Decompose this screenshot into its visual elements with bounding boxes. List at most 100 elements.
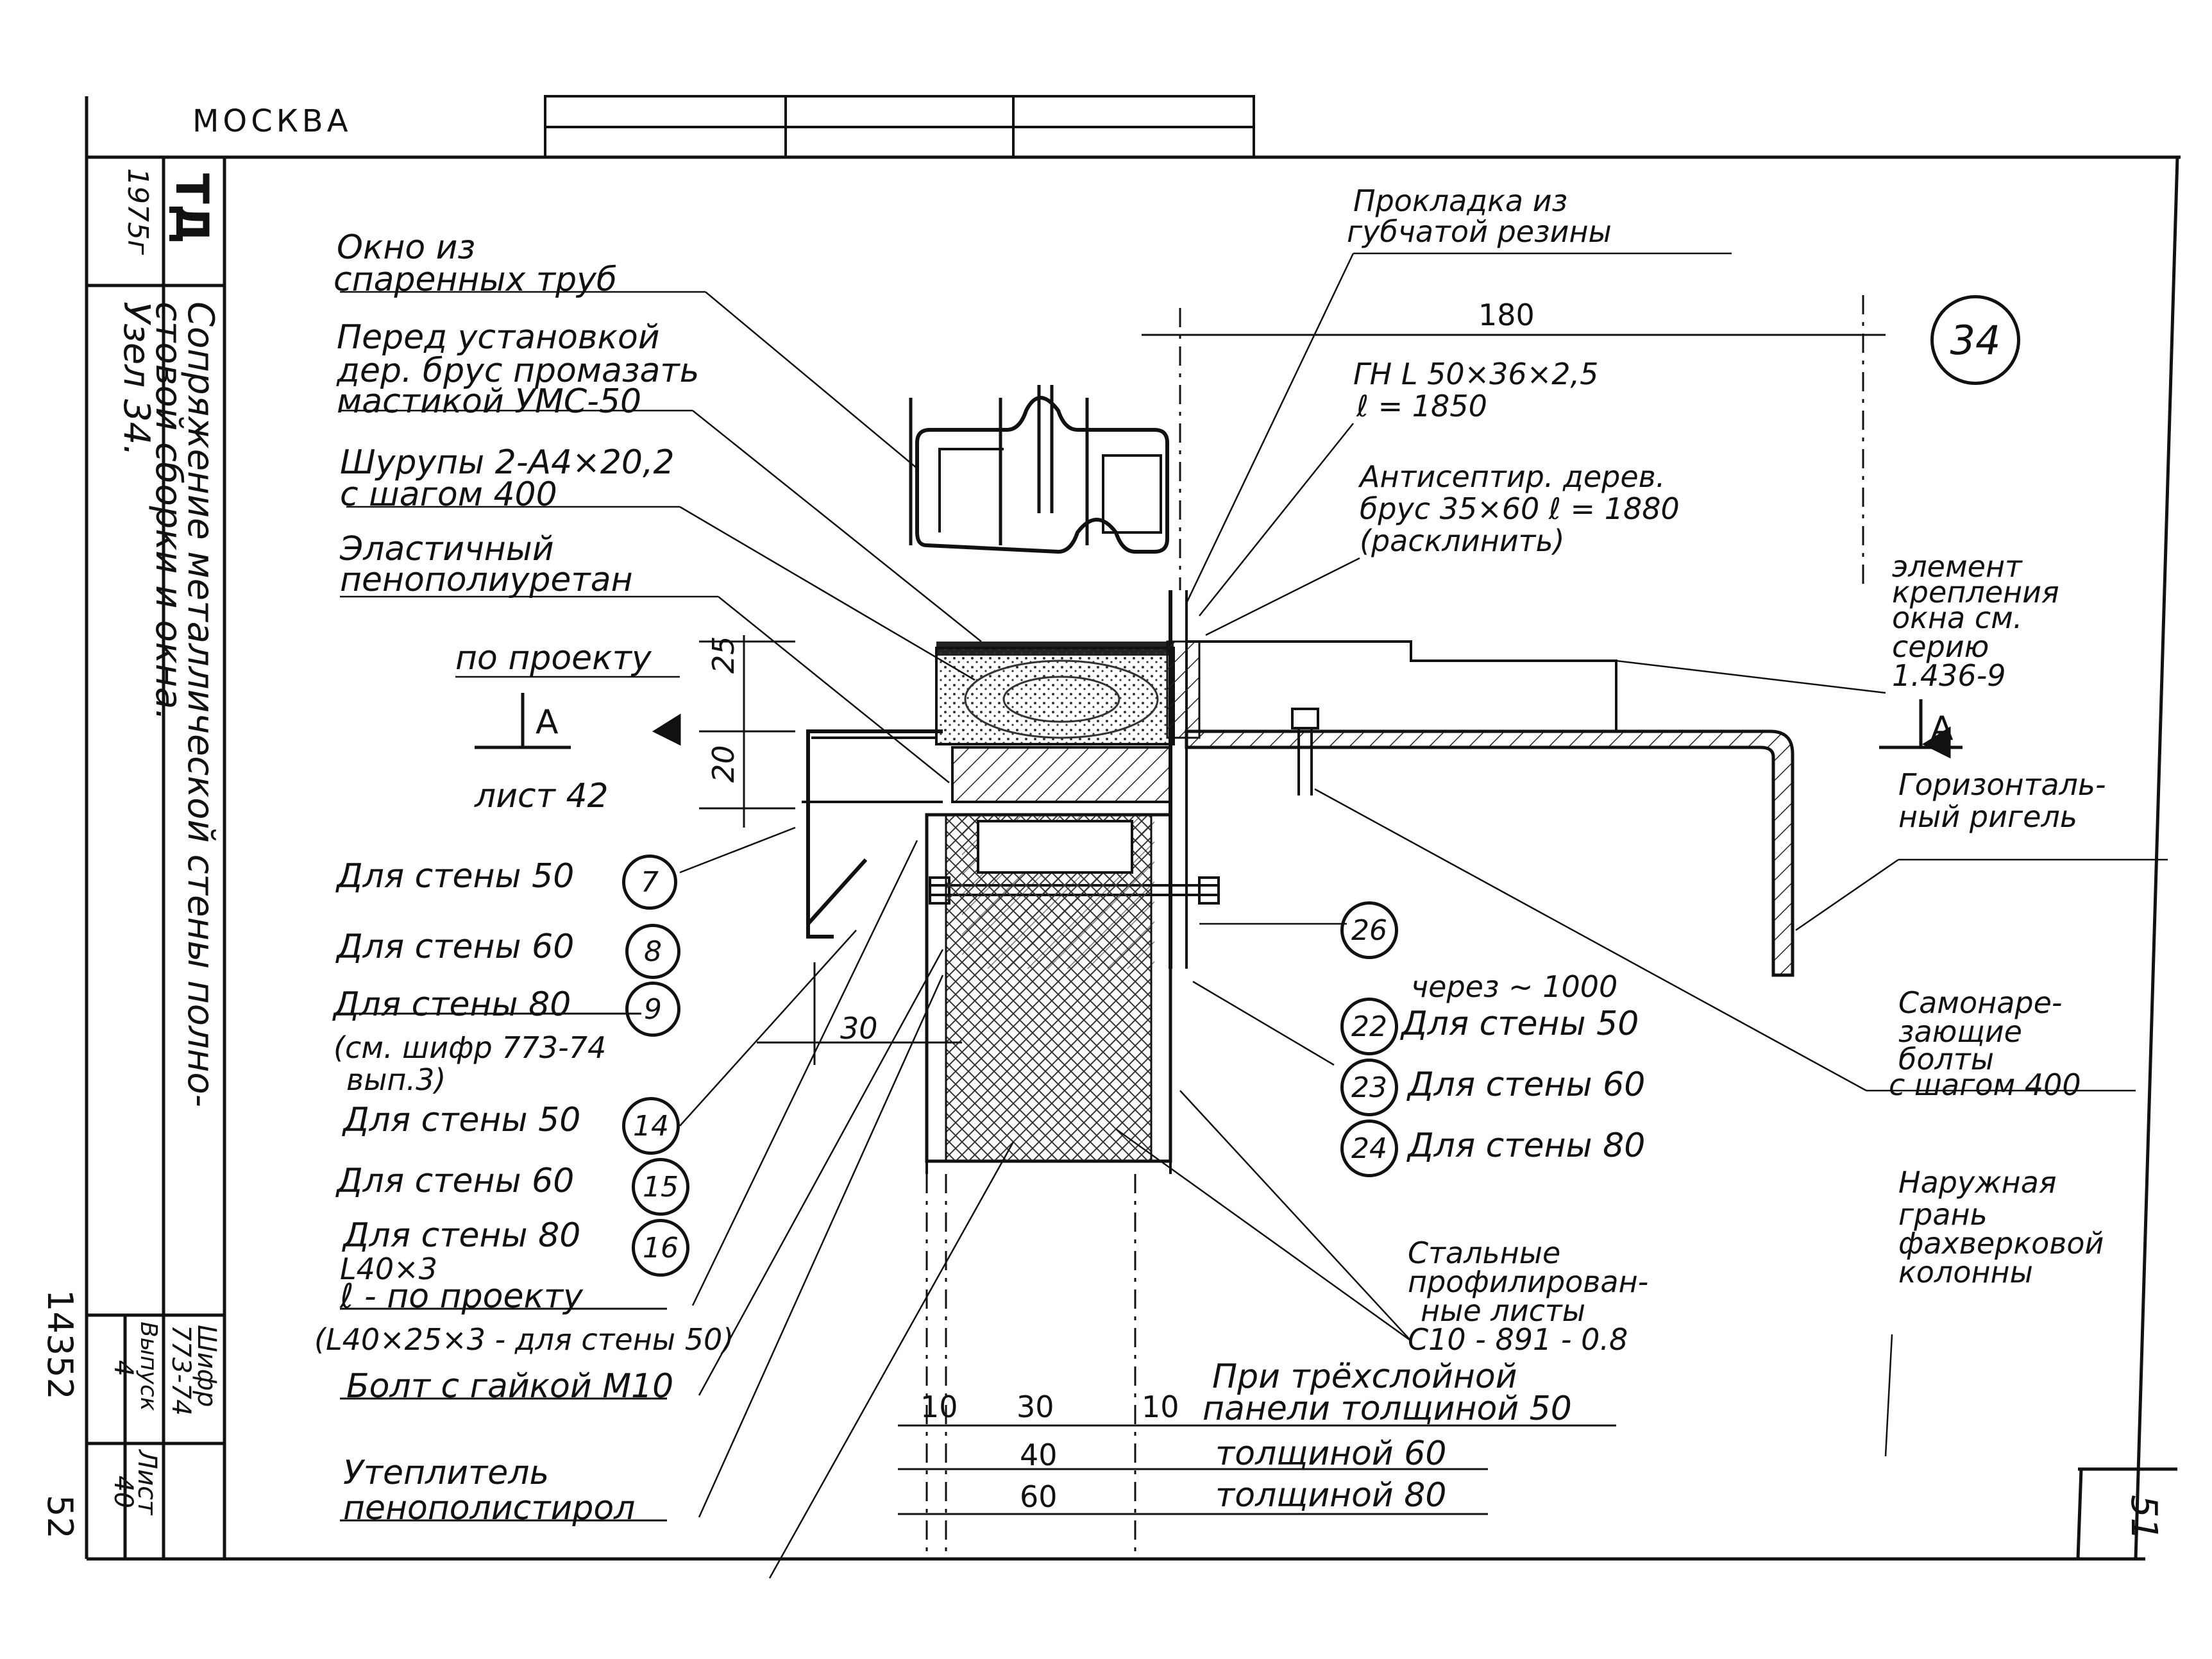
wall-50-label-14: Для стены 50: [343, 1101, 581, 1139]
callout-23: 23: [1340, 1059, 1398, 1116]
wall-50-label-22: Для стены 50: [1401, 1005, 1639, 1043]
wall-50-label-7: Для стены 50: [337, 857, 575, 896]
dim-40: 40: [1020, 1438, 1058, 1472]
callout-22: 22: [1340, 998, 1398, 1055]
window-label-2: спаренных труб: [333, 260, 617, 299]
wood-brace-label-1: Антисептир. дерев.: [1360, 459, 1666, 494]
dim-60: 60: [1020, 1479, 1058, 1514]
inner-brace: [951, 746, 1172, 803]
year-label: 1975г: [121, 168, 154, 255]
foam-label-1: Эластичный: [340, 530, 554, 568]
wall-60-label-23: Для стены 60: [1408, 1066, 1646, 1104]
callout-24: 24: [1340, 1119, 1398, 1177]
brace-treatment-3: мастикой УМС-50: [337, 382, 642, 421]
length-by-project-label: ℓ - по проекту: [340, 1277, 583, 1316]
section-mark-left: А: [536, 703, 559, 742]
outer-face-label-2: грань: [1898, 1197, 1988, 1232]
fastening-label-1: элемент: [1892, 549, 2022, 584]
rigel-label-2: ный ригель: [1898, 799, 2077, 834]
cipher-ref-1: (см. шифр 773-74: [333, 1030, 607, 1065]
screws-label-2: с шагом 400: [340, 475, 557, 514]
fastening-label-2: крепления: [1892, 575, 2059, 609]
top-stamp-table: [544, 95, 1255, 158]
issue-value: 4: [108, 1360, 138, 1377]
dim-10-a: 10: [920, 1390, 958, 1424]
self-tapping-label-4: с шагом 400: [1889, 1068, 2081, 1102]
archive-page: 52: [40, 1495, 80, 1539]
fastening-label-5: 1.436-9: [1892, 658, 2006, 693]
wall-panel: [925, 813, 1172, 1174]
screws-label-1: Шурупы 2-А4×20,2: [340, 443, 675, 482]
window-tubes: [909, 385, 1169, 554]
self-tapping-label-1: Самонаре-: [1898, 985, 2063, 1020]
callout-8: 8: [625, 924, 680, 979]
fastening-label-4: серию: [1892, 629, 1989, 664]
thickness-60-label: толщиной 60: [1215, 1434, 1447, 1473]
wood-brace-label-3: (расклинить): [1360, 523, 1565, 558]
through-1000-label: через ~ 1000: [1411, 969, 1618, 1004]
org-mark: ТД: [165, 173, 218, 244]
wall-80-label-9: Для стены 80: [333, 985, 571, 1024]
brace-treatment-1: Перед установкой: [337, 318, 660, 357]
angle-L40x25-label: (L40×25×3 - для стены 50): [314, 1322, 734, 1357]
wall-60-label-15: Для стены 60: [337, 1162, 575, 1200]
wall-60-label-8: Для стены 60: [337, 928, 575, 966]
dimension-lines: [652, 334, 1951, 1515]
fastening-label-3: окна см.: [1892, 600, 2023, 635]
steel-sheets-label-1: Стальные: [1408, 1236, 1561, 1270]
callout-14: 14: [622, 1097, 680, 1155]
callout-15: 15: [632, 1158, 689, 1216]
steel-sheets-label-2: профилирован-: [1408, 1264, 1649, 1299]
self-tapping-label-2: зающие: [1898, 1014, 2022, 1049]
bolt-label: Болт с гайкой М10: [346, 1367, 674, 1406]
leader-lines: [340, 252, 2168, 1579]
window-label-1: Окно из: [337, 228, 476, 267]
sheet-ref-label: лист 42: [475, 777, 609, 815]
wood-brace: [935, 647, 1175, 745]
city-label: МОСКВА: [192, 103, 352, 139]
steel-sheets-label-3: ные листы: [1421, 1293, 1586, 1328]
bolt-vertical: [1291, 708, 1319, 795]
outer-face-label-3: фахверковой: [1898, 1226, 2104, 1261]
insulation-label-2: пенополистирол: [343, 1489, 636, 1527]
insulation-label-1: Утеплитель: [343, 1454, 550, 1492]
panel-50-label-1: При трёхслойной: [1212, 1357, 1517, 1396]
left-angle: [806, 729, 943, 939]
code-value: 773-74: [166, 1325, 196, 1416]
rigel-label-1: Горизонталь-: [1898, 767, 2106, 802]
horizontal-rigel: [1185, 729, 1794, 977]
sheet-value: 40: [108, 1476, 138, 1508]
dim-30-b: 30: [1017, 1390, 1054, 1424]
brace-treatment-2: дер. брус промазать: [337, 352, 700, 390]
outer-face-label-4: колонны: [1898, 1255, 2033, 1289]
self-tapping-label-3: болты: [1898, 1042, 1995, 1076]
angle-L40-label: L40×3: [340, 1252, 437, 1286]
archive-number: 14352: [40, 1289, 80, 1400]
dim-180: 180: [1478, 298, 1535, 332]
wall-80-label-16: Для стены 80: [343, 1216, 581, 1255]
steel-sheets-label-4: С10 - 891 - 0.8: [1408, 1322, 1628, 1357]
gasket-label-1: Прокладка из: [1353, 183, 1568, 218]
thickness-80-label: толщиной 80: [1215, 1476, 1447, 1515]
wall-80-label-24: Для стены 80: [1408, 1127, 1646, 1165]
by-project-label: по проекту: [455, 639, 652, 677]
angle-label-1: ГН L 50×36×2,5: [1353, 357, 1599, 391]
section-mark-right: А: [1930, 710, 1954, 748]
title-line-3: Узел 34.: [115, 302, 157, 457]
outer-face-label-1: Наружная: [1898, 1165, 2057, 1200]
wood-brace-label-2: брус 35×60 ℓ = 1880: [1360, 491, 1680, 526]
section-marks: [475, 693, 1963, 749]
page-number: 51: [2123, 1495, 2165, 1541]
callout-7: 7: [622, 855, 677, 910]
gasket-label-2: губчатой резины: [1347, 214, 1612, 249]
dim-10-b: 10: [1142, 1390, 1179, 1424]
callout-26: 26: [1340, 901, 1398, 959]
issue-label: Выпуск: [135, 1322, 162, 1411]
node-number-badge: 34: [1930, 295, 2020, 385]
code-label: Шифр: [192, 1325, 221, 1408]
foam-label-2: пенополиуретан: [340, 561, 633, 599]
callout-16: 16: [632, 1219, 689, 1277]
cipher-ref-2: вып.3): [346, 1062, 446, 1097]
dim-20: 20: [706, 745, 741, 783]
